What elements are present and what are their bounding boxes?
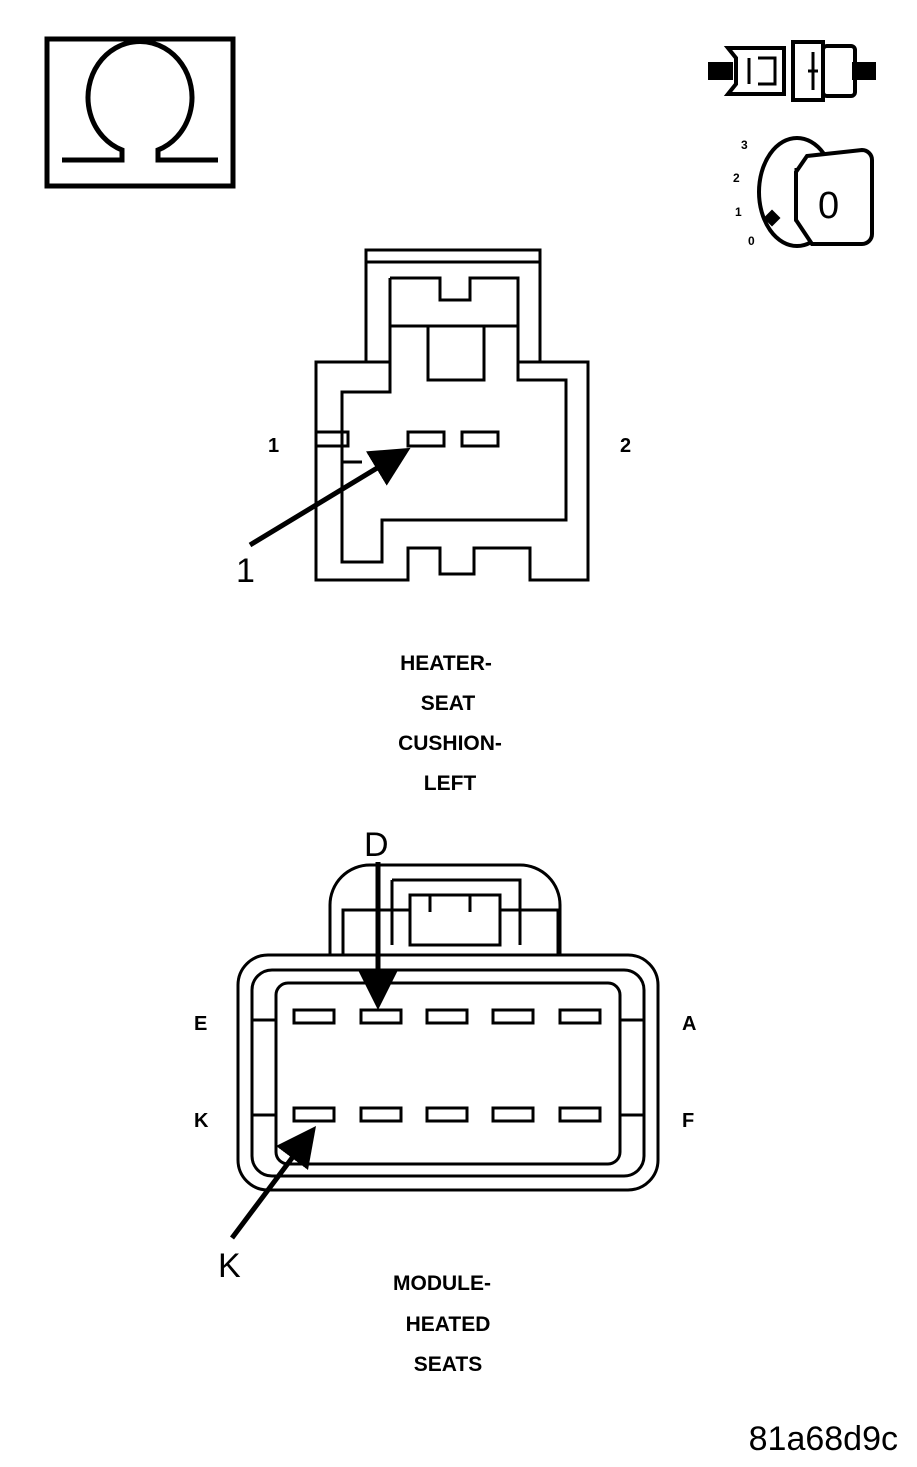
connector1-title-line: LEFT — [424, 772, 477, 795]
ignition-key-icon: 3 2 1 0 0 — [733, 136, 874, 248]
connector1-pin-left-label: 1 — [268, 435, 279, 457]
ignition-key-label: 0 — [818, 185, 839, 227]
connector2-title-line: SEATS — [414, 1353, 482, 1376]
ohm-icon — [44, 36, 236, 189]
connector2-top-right-label: A — [682, 1013, 696, 1035]
connector1-pin-right-label: 2 — [620, 435, 631, 457]
connector-heater-seat-cushion — [314, 248, 590, 582]
connector2-title-line: MODULE- — [393, 1272, 491, 1295]
callout-arrow-pin1 — [248, 447, 411, 548]
connector2-top-left-label: E — [194, 1013, 207, 1035]
connector1-title-line: HEATER- — [400, 652, 492, 675]
connector1-title: HEATER- SEAT CUSHION- LEFT — [398, 652, 502, 795]
ignition-position-2: 2 — [733, 171, 740, 185]
connector2-title: MODULE- HEATED SEATS — [393, 1272, 491, 1376]
connector2-title-line: HEATED — [406, 1313, 491, 1336]
connector2-callout-bottom-label: K — [218, 1247, 241, 1285]
connector1-callout-label: 1 — [236, 552, 255, 590]
ignition-position-3: 3 — [741, 138, 748, 152]
connector-disconnected-icon — [708, 40, 876, 102]
callout-arrow-pin-k — [230, 1126, 316, 1240]
figure-id: 81a68d9c — [749, 1420, 898, 1458]
connector2-bottom-right-label: F — [682, 1110, 694, 1132]
connector1-title-line: CUSHION- — [398, 732, 502, 755]
ignition-position-1: 1 — [735, 205, 742, 219]
connector1-title-line: SEAT — [421, 692, 476, 715]
connector2-bottom-left-label: K — [194, 1110, 209, 1132]
connector2-callout-top-label: D — [364, 826, 389, 864]
ignition-position-0: 0 — [748, 234, 755, 248]
connector-module-heated-seats — [236, 863, 660, 1192]
